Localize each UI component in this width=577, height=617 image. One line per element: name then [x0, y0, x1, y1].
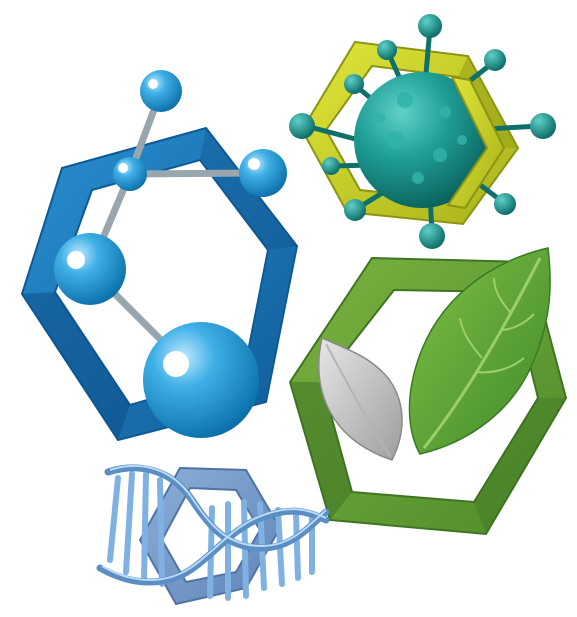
leaf-hexagon-icon	[288, 247, 568, 536]
molecule-hexagon-icon	[20, 70, 299, 442]
virus-hexagon-icon	[289, 14, 556, 249]
dna-hexagon-icon	[96, 464, 330, 606]
